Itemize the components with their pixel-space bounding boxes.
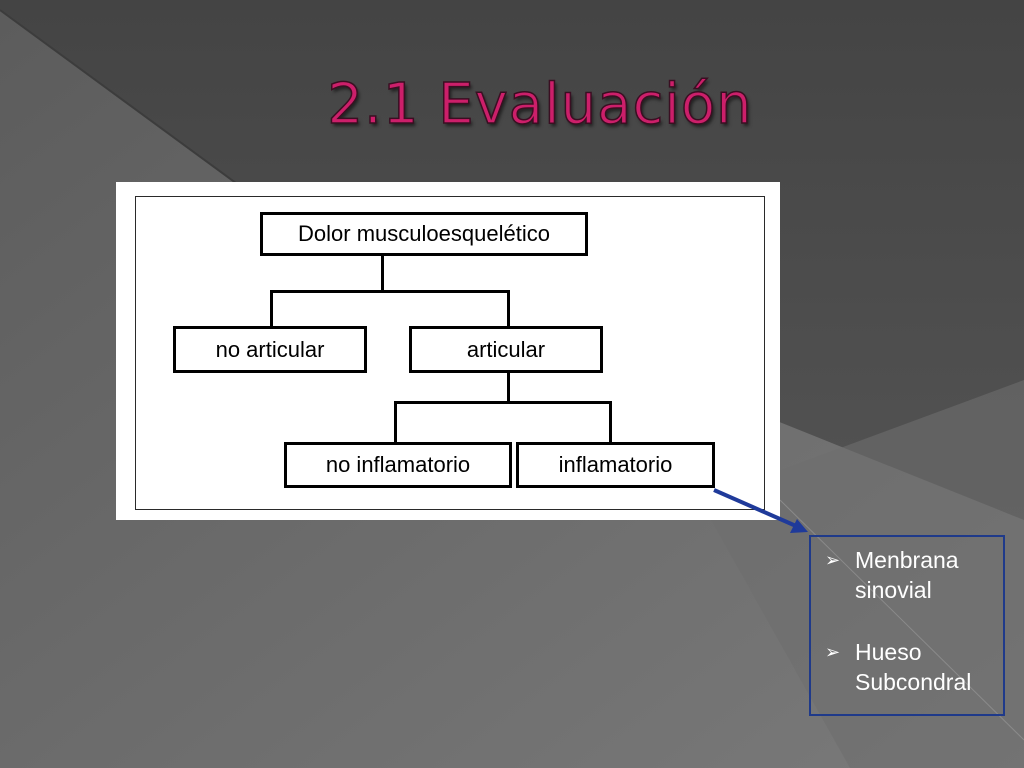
node-no-inflamatorio: no inflamatorio (284, 442, 512, 488)
arrow-bullet-icon: ➢ (825, 550, 841, 570)
connector (381, 256, 384, 292)
arrow-bullet-icon: ➢ (825, 642, 841, 662)
connector (507, 373, 510, 403)
node-articular: articular (409, 326, 603, 373)
node-no-articular: no articular (173, 326, 367, 373)
connector (394, 401, 397, 443)
diagram-panel: Dolor musculoesquelético no articular ar… (116, 182, 780, 520)
connector (507, 290, 510, 327)
bullet-text: Hueso Subcondral (855, 639, 972, 695)
connector (609, 401, 612, 443)
callout-box: ➢ Menbrana sinovial ➢ Hueso Subcondral (809, 535, 1005, 716)
node-inflamatorio: inflamatorio (516, 442, 715, 488)
node-root: Dolor musculoesquelético (260, 212, 588, 256)
bullet-text: Menbrana sinovial (855, 547, 959, 603)
connector (270, 290, 273, 327)
slide-title: 2.1 Evaluación (327, 71, 753, 138)
connector (394, 401, 612, 404)
diagram-frame (135, 196, 765, 510)
connector (270, 290, 510, 293)
